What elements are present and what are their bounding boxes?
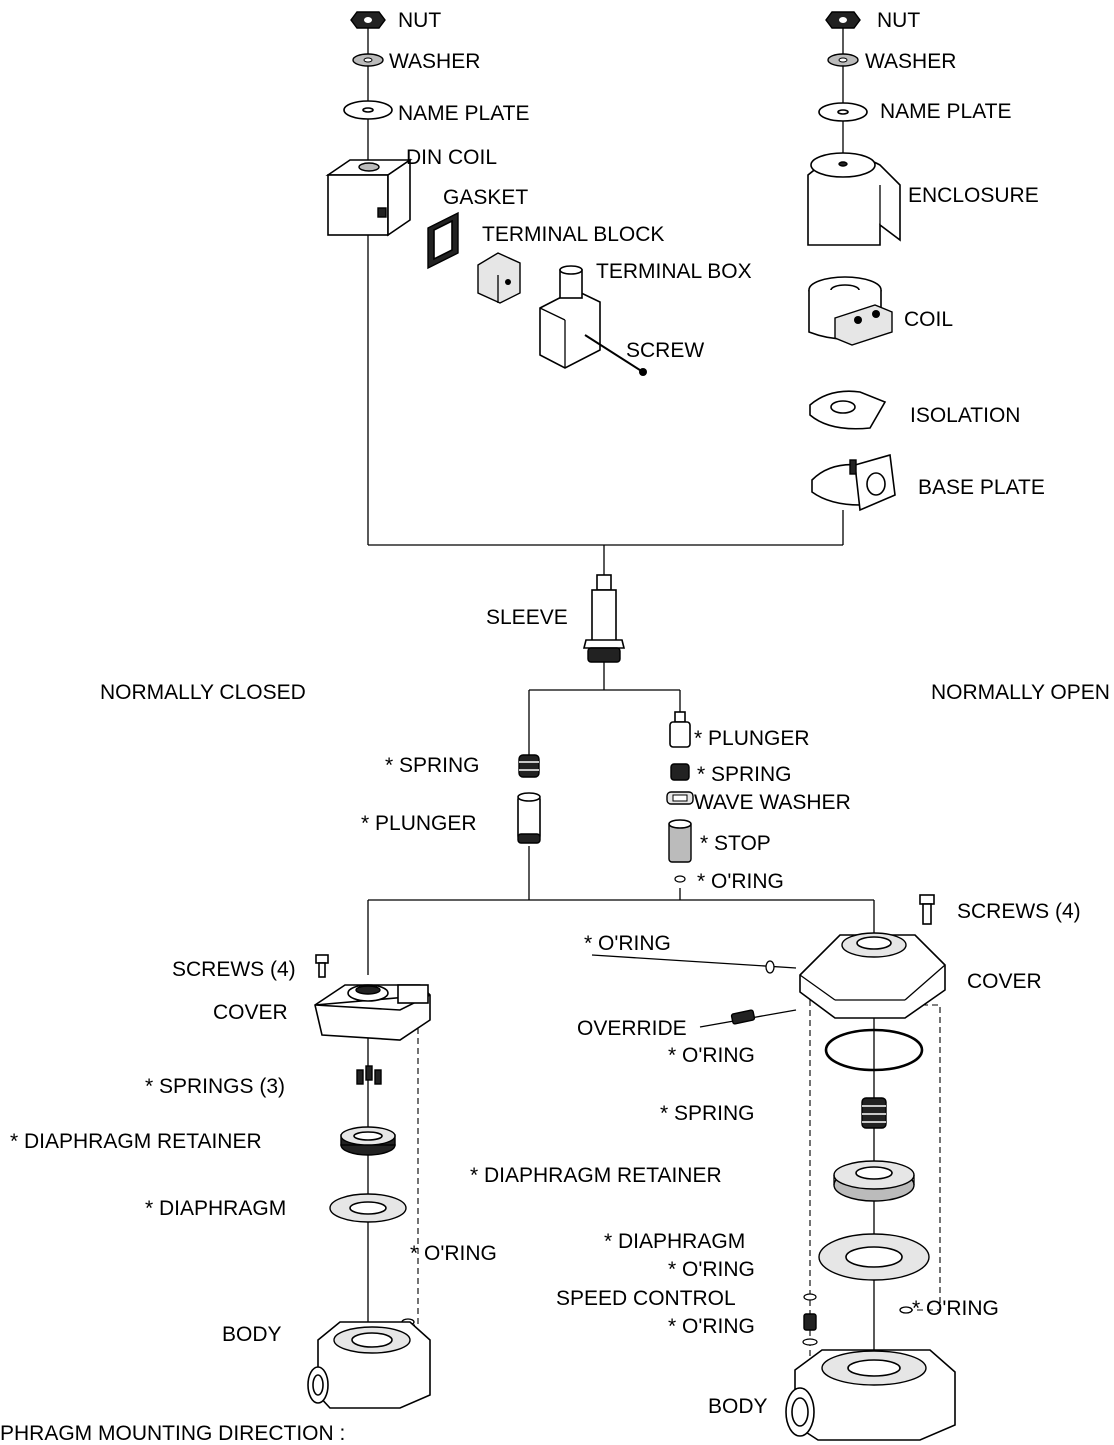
label-base-plate: BASE PLATE: [918, 476, 1045, 499]
screws-right-icon: [919, 894, 935, 925]
label-oring-right-cover: * O'RING: [668, 1044, 755, 1067]
screws-left-icon: [315, 954, 329, 978]
no-spring-icon: [670, 763, 690, 781]
diaphragm-retainer-right-icon: [833, 1160, 915, 1202]
oring-small-icon: [674, 875, 686, 883]
label-cover-left: COVER: [213, 1001, 288, 1024]
terminal-box-icon: [539, 265, 601, 369]
nut-right-icon: [825, 11, 861, 29]
override-oring-icon: [765, 960, 775, 974]
label-override-oring: * O'RING: [584, 932, 671, 955]
label-screw: SCREW: [626, 339, 704, 362]
stop-icon: [668, 819, 692, 863]
name-plate-icon: [343, 100, 393, 120]
label-isolation: ISOLATION: [910, 404, 1020, 427]
label-diaphragm-left: * DIAPHRAGM: [145, 1197, 286, 1220]
label-wave-washer: WAVE WASHER: [694, 791, 851, 814]
oring-right-cover-icon: [824, 1028, 924, 1072]
label-nc-plunger: * PLUNGER: [361, 812, 477, 835]
base-plate-icon: [811, 453, 896, 512]
cover-right-icon: [799, 932, 946, 1019]
label-no-spring: * SPRING: [697, 763, 792, 786]
label-body-left: BODY: [222, 1323, 282, 1346]
label-diaphragm-retainer-right: * DIAPHRAGM RETAINER: [470, 1164, 722, 1187]
enclosure-icon: [807, 152, 901, 246]
name-plate-right-icon: [818, 102, 868, 122]
label-stop-oring: * O'RING: [697, 870, 784, 893]
label-oring-left: * O'RING: [410, 1242, 497, 1265]
washer-right-icon: [827, 53, 859, 67]
body-left-icon: [307, 1321, 431, 1409]
isolation-icon: [809, 390, 887, 430]
speed-control-icon: [802, 1293, 818, 1346]
terminal-block-icon: [477, 252, 521, 304]
labels: NUT WASHER NAME PLATE DIN COIL GASKET TE…: [0, 9, 1110, 1445]
label-nut-right: NUT: [877, 9, 920, 32]
label-speed-oring-2: * O'RING: [668, 1315, 755, 1338]
label-name-plate-right: NAME PLATE: [880, 100, 1011, 123]
diaphragm-retainer-left-icon: [340, 1126, 396, 1156]
din-coil-icon: [325, 158, 413, 237]
label-no-plunger: * PLUNGER: [694, 727, 810, 750]
nut-icon: [350, 11, 386, 29]
label-enclosure: ENCLOSURE: [908, 184, 1039, 207]
label-screws-left: SCREWS (4): [172, 958, 296, 981]
oring-right-body-icon: [899, 1306, 913, 1314]
label-spring-right: * SPRING: [660, 1102, 755, 1125]
gasket-icon: [427, 211, 459, 270]
label-speed-oring-1: * O'RING: [668, 1258, 755, 1281]
label-nut-left: NUT: [398, 9, 441, 32]
label-stop: * STOP: [700, 832, 771, 855]
washer-icon: [352, 53, 384, 67]
label-name-plate-left: NAME PLATE: [398, 102, 529, 125]
label-oring-right-body: * O'RING: [912, 1297, 999, 1320]
label-diaphragm-right: * DIAPHRAGM: [604, 1230, 745, 1253]
label-cover-right: COVER: [967, 970, 1042, 993]
screw-icon: [584, 334, 647, 376]
label-springs-3: * SPRINGS (3): [145, 1075, 285, 1098]
diaphragm-left-icon: [329, 1193, 407, 1223]
diaphragm-right-icon: [818, 1233, 930, 1281]
label-normally-closed: NORMALLY CLOSED: [100, 681, 306, 704]
label-nc-spring: * SPRING: [385, 754, 480, 777]
label-screws-right: SCREWS (4): [957, 900, 1081, 923]
label-diaphragm-retainer-left: * DIAPHRAGM RETAINER: [10, 1130, 262, 1153]
cover-left-icon: [314, 984, 431, 1041]
label-footnote: PHRAGM MOUNTING DIRECTION :: [0, 1422, 345, 1445]
spring-right-icon: [861, 1097, 887, 1129]
nc-plunger-icon: [517, 792, 541, 844]
body-right-icon: [785, 1349, 956, 1441]
label-terminal-box: TERMINAL BOX: [596, 260, 752, 283]
no-plunger-icon: [669, 711, 691, 748]
label-override: OVERRIDE: [577, 1017, 687, 1040]
label-body-right: BODY: [708, 1395, 768, 1418]
label-normally-open: NORMALLY OPEN: [931, 681, 1110, 704]
label-coil: COIL: [904, 308, 953, 331]
override-icon: [730, 1009, 756, 1025]
label-washer-right: WASHER: [865, 50, 956, 73]
springs-3-icon: [356, 1065, 382, 1085]
label-sleeve: SLEEVE: [486, 606, 568, 629]
label-din-coil: DIN COIL: [406, 146, 497, 169]
label-gasket: GASKET: [443, 186, 528, 209]
label-speed-control: SPEED CONTROL: [556, 1287, 736, 1310]
sleeve-icon: [582, 574, 626, 663]
label-terminal-block: TERMINAL BLOCK: [482, 223, 664, 246]
wave-washer-icon: [666, 791, 694, 805]
label-washer-left: WASHER: [389, 50, 480, 73]
coil-icon: [808, 276, 893, 346]
nc-spring-icon: [518, 754, 540, 778]
